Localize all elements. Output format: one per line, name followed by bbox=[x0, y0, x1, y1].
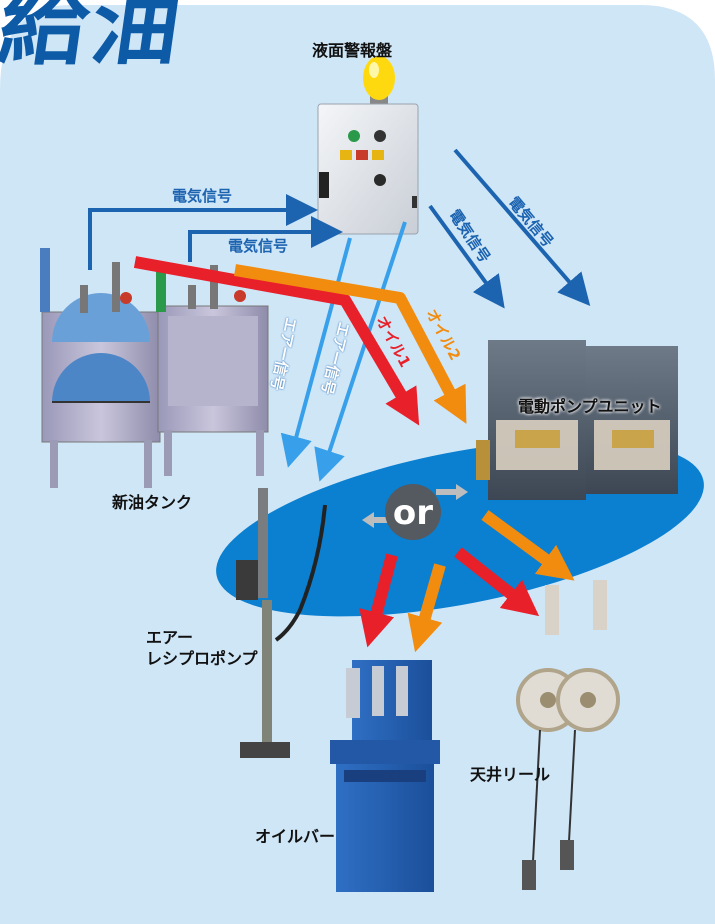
air-pump-illustration bbox=[236, 488, 327, 758]
oil-2-arrow bbox=[233, 264, 467, 424]
oil-1-to-oilbar-arrow bbox=[359, 553, 398, 648]
oil-1-to-reel-arrow bbox=[454, 547, 540, 617]
oil-2-to-reel-arrow bbox=[481, 510, 575, 581]
electric-signal-arrow-4 bbox=[453, 148, 591, 307]
or-badge: or bbox=[362, 484, 468, 540]
alarm-panel-illustration bbox=[317, 56, 419, 235]
alarm-panel-label: 液面警報盤 bbox=[312, 41, 393, 60]
pump-unit-label: 電動ポンプユニット bbox=[518, 397, 662, 416]
electric-signal-label-2: 電気信号 bbox=[228, 237, 289, 255]
oil-2-to-oilbar-arrow bbox=[407, 563, 446, 653]
pump-unit-illustration bbox=[476, 340, 678, 500]
electric-signal-arrow-3 bbox=[428, 204, 505, 309]
page-title: 給油 bbox=[0, 0, 192, 77]
ceiling-reel-label: 天井リール bbox=[470, 765, 551, 784]
electric-signal-label-1: 電気信号 bbox=[172, 187, 233, 205]
electric-signal-arrow-1 bbox=[88, 194, 318, 270]
or-label: or bbox=[393, 493, 433, 533]
oil-bar-label: オイルバー bbox=[255, 827, 336, 846]
tank-illustration bbox=[40, 248, 269, 488]
air-signal-arrow-2 bbox=[314, 221, 407, 482]
air-pump-label-line2: レシプロポンプ bbox=[146, 649, 258, 668]
air-signal-arrow-1 bbox=[280, 237, 352, 468]
ceiling-reel-illustration bbox=[516, 580, 620, 890]
oil-bar-illustration bbox=[330, 660, 440, 892]
tank-label: 新油タンク bbox=[112, 493, 193, 512]
air-pump-label-line1: エアー bbox=[146, 628, 194, 647]
oil-1-arrow bbox=[133, 256, 420, 426]
electric-signal-arrow-2 bbox=[188, 216, 343, 262]
